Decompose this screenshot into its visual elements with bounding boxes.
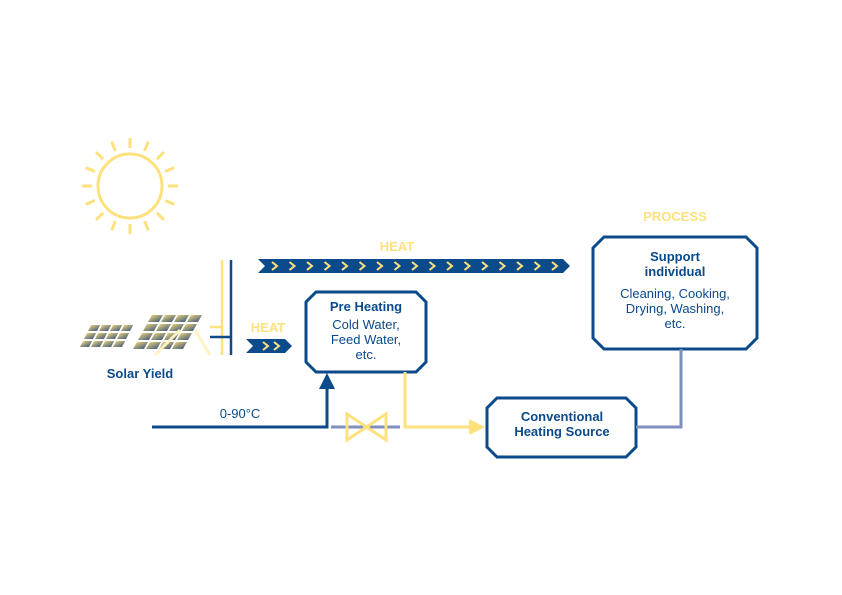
preheated-pipe [403, 372, 472, 429]
process-line: Cleaning, Cooking, [620, 285, 730, 301]
preheating-box: Pre Heating Cold Water, Feed Water, etc. [308, 299, 424, 363]
chevron-icon [551, 261, 559, 271]
chevron-icon [271, 261, 279, 271]
heat-arrow-small [246, 339, 292, 353]
inlet-temperature-label: 0-90°C [219, 406, 261, 421]
solar-cell [113, 341, 126, 347]
conventional-box-shape [485, 396, 638, 459]
solar-cell [156, 324, 171, 331]
preheating-line: Feed Water, [330, 331, 402, 347]
chevron-icon [428, 261, 437, 271]
supply-pipe [636, 349, 683, 429]
heat-label-top: HEAT [379, 239, 415, 254]
sun-ray [85, 166, 96, 173]
sun-ray [94, 211, 105, 222]
preheating-box-shape [304, 290, 428, 374]
solar-panel-icon [80, 315, 212, 357]
sun-ray [94, 150, 105, 161]
preheating-line: Cold Water, [332, 316, 400, 332]
solar-cell [133, 342, 148, 349]
heat-arrow-top [258, 259, 570, 273]
solar-cell [99, 325, 112, 331]
chevron-icon [446, 261, 454, 271]
solar-cell [172, 342, 187, 349]
chevron-icon [262, 341, 270, 351]
sun-ray [110, 220, 117, 231]
process-title: individual [644, 263, 706, 279]
solar-cell [91, 341, 104, 347]
chevron-icon [463, 261, 472, 271]
chevron-icon [498, 261, 507, 271]
preheating-title: Pre Heating [329, 299, 403, 314]
solar-yield-label: Solar Yield [106, 366, 174, 381]
chevron-icon [323, 261, 332, 271]
solar-cell [88, 325, 101, 331]
chevron-icon [411, 261, 419, 271]
conventional-title: Conventional [520, 409, 604, 424]
chevron-icon [393, 261, 402, 271]
chevron-icon [481, 261, 489, 271]
solar-cell [187, 315, 202, 322]
solar-cell [148, 315, 163, 322]
chevron-icon [358, 261, 367, 271]
sun-ray [143, 141, 150, 152]
sun-ray [143, 220, 150, 231]
chevron-icon [306, 261, 314, 271]
chevron-icon [516, 261, 524, 271]
preheated-arrowhead [469, 419, 485, 435]
solar-cell [80, 341, 93, 347]
solar-cell [151, 333, 166, 340]
sun-ray [155, 150, 166, 161]
chevron-icon [288, 261, 297, 271]
inlet-pipe [152, 385, 329, 429]
solar-cell [169, 324, 184, 331]
inlet-arrowhead [319, 373, 335, 389]
valve-icon[interactable] [345, 411, 388, 443]
process-line: etc. [664, 315, 686, 331]
solar-cell [182, 324, 197, 331]
conventional-title: Heating Source [514, 423, 610, 439]
solar-cell [121, 325, 134, 331]
sun-ray [85, 199, 96, 206]
process-box-shape [591, 235, 759, 351]
sun-ray [110, 141, 117, 152]
chevron-icon [273, 341, 281, 351]
solar-cell [102, 341, 115, 347]
solar-cell [174, 315, 189, 322]
solar-cell [138, 333, 153, 340]
solar-cell [177, 333, 192, 340]
solar-cell [117, 333, 130, 339]
process-line: Drying, Washing, [625, 300, 725, 316]
solar-cell [161, 315, 176, 322]
sun-ray [164, 166, 175, 173]
preheating-line: etc. [355, 346, 377, 362]
heat-label-small: HEAT [250, 320, 286, 335]
solar-cell [143, 324, 158, 331]
sun-icon [82, 138, 178, 234]
chevron-icon [341, 261, 349, 271]
process-box: Support individual Cleaning, Cooking, Dr… [595, 249, 755, 332]
solar-cell [95, 333, 108, 339]
sun-ray [155, 211, 166, 222]
process-header: PROCESS [643, 209, 707, 224]
chevron-icon [533, 261, 542, 271]
solar-cell [84, 333, 97, 339]
solar-cell [106, 333, 119, 339]
solar-cell [110, 325, 123, 331]
conventional-box: Conventional Heating Source [488, 409, 636, 440]
chevron-icon [376, 261, 384, 271]
process-title: Support [650, 249, 700, 264]
solar-cell [146, 342, 161, 349]
sun-ray [164, 199, 175, 206]
